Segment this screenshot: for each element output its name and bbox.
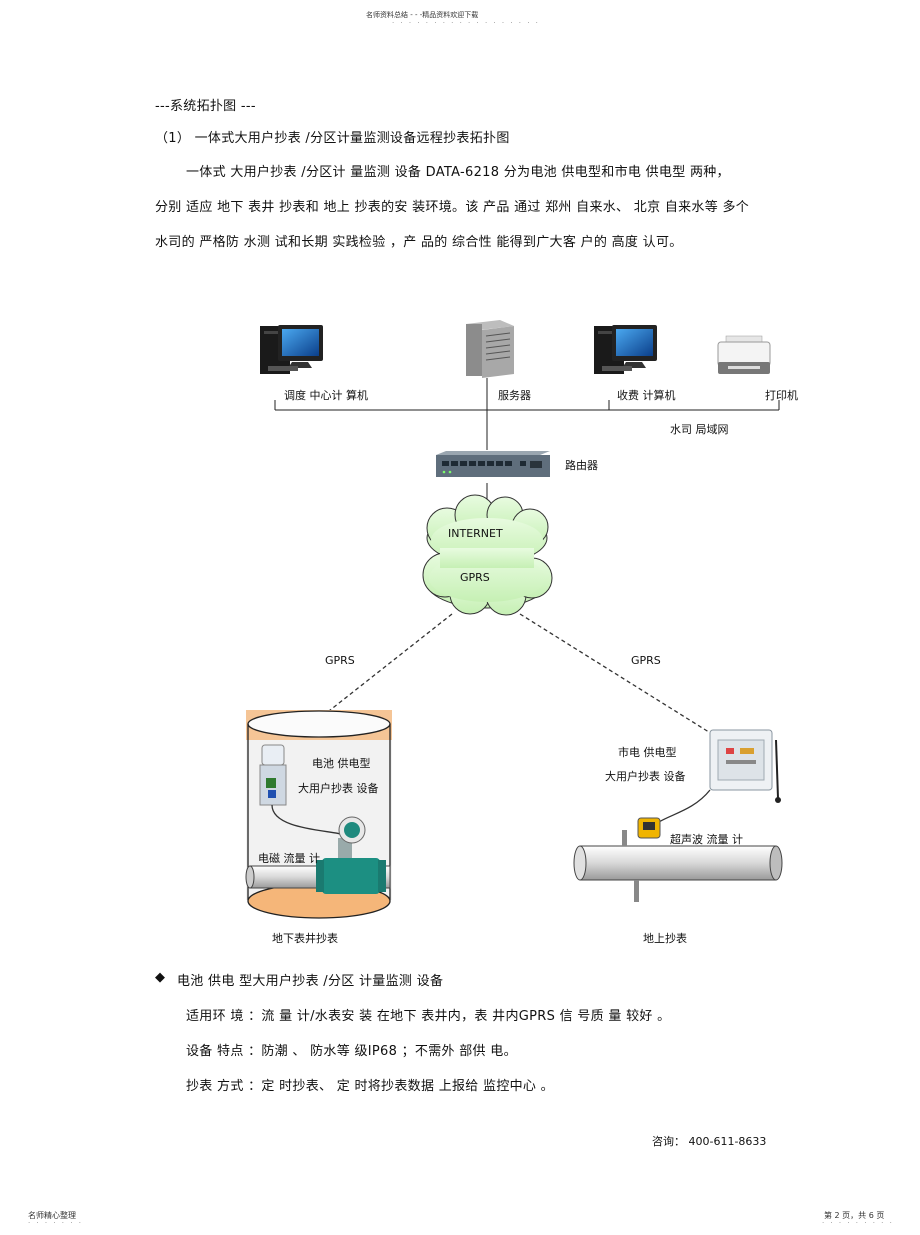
- ultrasonic-flowmeter-icon: [622, 817, 661, 902]
- gprs-link-left: [281, 613, 453, 749]
- battery-device-icon: [259, 744, 287, 806]
- printer-icon: [717, 335, 771, 374]
- internet-label: INTERNET: [448, 527, 503, 540]
- contact-phone: 咨询： 400-611-8633: [652, 1135, 767, 1148]
- gprs-left-label: GPRS: [325, 654, 355, 667]
- mains-device-label-1: 市电 供电型: [618, 746, 677, 759]
- battery-device-label-2: 大用户抄表 设备: [298, 782, 379, 795]
- paragraph-line: 一体式 大用户抄表 /分区计 量监测 设备 DATA-6218 分为电池 供电型…: [186, 165, 730, 180]
- lan-label: 水司 局域网: [670, 423, 729, 436]
- paragraph-line: 分别 适应 地下 表井 抄表和 地上 抄表的安 装环境。该 产品 通过 郑州 自…: [155, 200, 750, 215]
- bullet-line: 设备 特点 ：防潮 、 防水等 级IP68 ；不需外 部供 电。: [186, 1044, 517, 1059]
- bullet-line: 适用环 境 ：流 量 计/水表安 装 在地下 表井内，表 井内GPRS 信 号质…: [186, 1009, 671, 1024]
- footer-right-dots: · · · · · · · · ·: [822, 1219, 894, 1227]
- mains-device-label-2: 大用户抄表 设备: [605, 770, 686, 783]
- server-icon: [466, 320, 514, 378]
- gprs-cloud-label: GPRS: [460, 571, 490, 584]
- billing-computer-icon: [594, 325, 657, 374]
- ultrasonic-label: 超声波 流量 计: [670, 833, 743, 846]
- page-header-text: 名师资料总结 - - -精品资料欢迎下载: [366, 11, 479, 19]
- router-icon: [436, 451, 550, 477]
- dispatch-computer-icon: [260, 325, 323, 374]
- underground-label: 地下表井抄表: [272, 932, 338, 945]
- footer-left-dots: · · · · · · ·: [28, 1219, 83, 1227]
- gprs-right-label: GPRS: [631, 654, 661, 667]
- paragraph-line: 水司的 严格防 水测 试和长期 实践检验 ，产 品的 综合性 能得到广大客 户的…: [155, 235, 683, 250]
- aboveground-label: 地上抄表: [643, 932, 687, 945]
- battery-device-label-1: 电池 供电型: [312, 757, 371, 770]
- cloud-fill: [429, 518, 545, 602]
- aboveground-pipe: [573, 845, 783, 881]
- em-flowmeter-icon: [316, 816, 386, 894]
- footer-left: 名师精心整理: [28, 1211, 76, 1220]
- mains-device-icon: [709, 729, 781, 803]
- bullet-line: 抄表 方式 ：定 时抄表、 定 时将抄表数据 上报给 监控中心 。: [186, 1079, 554, 1094]
- em-flowmeter-label: 电磁 流量 计: [258, 852, 320, 865]
- footer-page-number: 第 2 页，共 6 页: [824, 1211, 885, 1220]
- lan-lines: [274, 378, 780, 512]
- billing-computer-label: 收费 计算机: [617, 389, 676, 402]
- page-header-dots: · · · · · · · · · · · · · · · · · ·: [392, 19, 540, 27]
- dispatch-computer-label: 调度 中心计 算机: [284, 389, 368, 402]
- section-heading: ---系统拓扑图 ---: [155, 99, 256, 114]
- server-label: 服务器: [498, 389, 531, 402]
- bullet-icon: ◆: [155, 970, 166, 985]
- bullet-title: 电池 供电 型大用户抄表 /分区 计量监测 设备: [177, 974, 444, 989]
- router-label: 路由器: [565, 459, 598, 472]
- section-subheading: （1） 一体式大用户抄表 /分区计量监测设备远程抄表拓扑图: [155, 131, 510, 146]
- gprs-link-right: [519, 613, 713, 735]
- printer-label: 打印机: [765, 389, 798, 402]
